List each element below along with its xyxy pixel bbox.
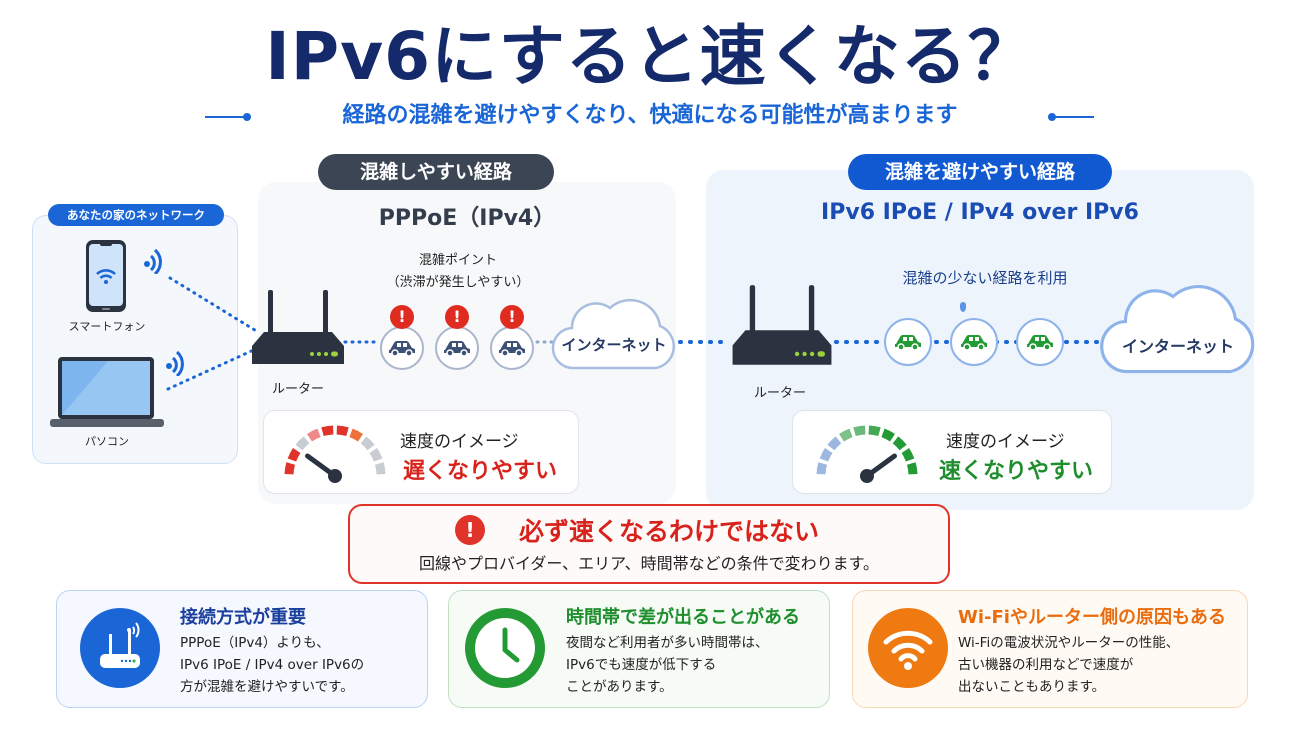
info-card-text: Wi-Fiの電波状況やルーターの性能、 古い機器の利用などで速度が 出ないことも… bbox=[958, 632, 1179, 698]
subtitle-right-line bbox=[1052, 116, 1094, 118]
warning-text: 回線やプロバイダー、エリア、時間帯などの条件で変わります。 bbox=[418, 554, 879, 573]
congested-car bbox=[490, 326, 534, 370]
info-card-line: 夜間など利用者が多い時間帯は、 bbox=[566, 635, 769, 651]
internet-cloud-icon bbox=[550, 282, 678, 382]
clear-car bbox=[1016, 318, 1064, 366]
clear-car bbox=[950, 318, 998, 366]
gauge-segment bbox=[336, 425, 349, 437]
home-network-badge: あなたの家のネットワーク bbox=[48, 204, 224, 226]
gauge-segment bbox=[901, 448, 915, 462]
gauge-hub bbox=[328, 469, 342, 483]
router-icon bbox=[728, 283, 836, 373]
page-subtitle: 経路の混雑を避けやすくなり、快適になる可能性が高まります bbox=[342, 103, 958, 128]
slow-speed-gauge bbox=[284, 425, 386, 483]
congestion-point-sublabel: （渋滞が発生しやすい） bbox=[386, 275, 530, 290]
congested-route-badge: 混雑しやすい経路 bbox=[318, 154, 554, 190]
info-card-text: PPPoE（IPv4）よりも、 IPv6 IPoE / IPv4 over IP… bbox=[180, 632, 364, 698]
smartphone-icon bbox=[84, 238, 128, 318]
gauge-segment bbox=[816, 462, 828, 475]
info-card-text: 夜間など利用者が多い時間帯は、 IPv6でも速度が低下する ことがあります。 bbox=[566, 632, 769, 698]
info-card-title: 接続方式が重要 bbox=[180, 607, 306, 628]
alert-icon: ! bbox=[445, 305, 469, 329]
gauge-segment bbox=[295, 436, 310, 451]
router-wifi-icon bbox=[80, 608, 160, 688]
info-card-title: 時間帯で差が出ることがある bbox=[566, 607, 800, 628]
info-card-line: Wi-Fiの電波状況やルーターの性能、 bbox=[958, 635, 1180, 651]
gauge-segment bbox=[287, 448, 301, 462]
alert-icon: ! bbox=[390, 305, 414, 329]
clear-route-protocol: IPv6 IPoE / IPv4 over IPv6 bbox=[821, 200, 1139, 225]
congestion-point-label: 混雑ポイント bbox=[418, 253, 497, 268]
clear-car bbox=[884, 318, 932, 366]
info-card-line: IPv6 IPoE / IPv4 over IPv6の bbox=[180, 657, 365, 673]
slow-speed-value: 遅くなりやすい bbox=[403, 459, 558, 484]
internet-label: インターネット bbox=[1121, 337, 1234, 356]
clock-icon bbox=[465, 608, 545, 688]
clear-route-label: 混雑の少ない経路を利用 bbox=[902, 269, 1068, 287]
fast-speed-value: 速くなりやすい bbox=[939, 459, 1094, 484]
gauge-segment bbox=[369, 448, 383, 462]
slow-speed-title: 速度のイメージ bbox=[400, 432, 519, 452]
smartphone-label: スマートフォン bbox=[68, 320, 146, 333]
warning-title: 必ず速くなるわけではない bbox=[518, 517, 819, 546]
gauge-segment bbox=[906, 462, 918, 475]
info-card-line: 方が混雑を避けやすいです。 bbox=[180, 679, 354, 695]
congested-route-protocol: PPPoE（IPv4） bbox=[378, 206, 556, 231]
wifi-signal-icon bbox=[143, 246, 165, 278]
gauge-segment bbox=[839, 428, 853, 442]
gauge-segment bbox=[321, 425, 334, 437]
laptop-label: パソコン bbox=[85, 435, 129, 448]
gauge-segment bbox=[360, 436, 375, 451]
alert-icon: ! bbox=[500, 305, 524, 329]
page-title: IPv6にすると速くなる？ bbox=[265, 18, 1035, 95]
gauge-segment bbox=[374, 462, 386, 475]
congested-car bbox=[380, 326, 424, 370]
info-card-line: PPPoE（IPv4）よりも、 bbox=[180, 635, 330, 651]
gauge-segment bbox=[827, 436, 842, 451]
route-marker-icon bbox=[960, 302, 966, 312]
clear-route-badge: 混雑を避けやすい経路 bbox=[848, 154, 1112, 190]
router-label: ルーター bbox=[753, 386, 806, 401]
router-icon bbox=[250, 288, 346, 372]
subtitle-left-dot bbox=[243, 113, 251, 121]
gauge-segment bbox=[284, 462, 296, 475]
exclamation-icon: ! bbox=[455, 515, 485, 545]
subtitle-left-line bbox=[205, 116, 247, 118]
info-card-line: 出ないこともあります。 bbox=[958, 679, 1106, 695]
internet-label: インターネット bbox=[561, 336, 667, 354]
slow-speed-box bbox=[263, 410, 579, 494]
wifi-icon bbox=[868, 608, 948, 688]
gauge-segment bbox=[307, 428, 321, 442]
router-label: ルーター bbox=[271, 382, 324, 397]
gauge-segment bbox=[819, 448, 833, 462]
warning-box bbox=[348, 504, 950, 584]
gauge-hub bbox=[860, 469, 874, 483]
gauge-segment bbox=[881, 428, 895, 442]
info-card-title: Wi-Fiやルーター側の原因もある bbox=[958, 607, 1226, 628]
gauge-segment bbox=[349, 428, 363, 442]
laptop-icon bbox=[48, 355, 166, 433]
internet-cloud-icon bbox=[1098, 262, 1258, 390]
info-card-line: 古い機器の利用などで速度が bbox=[958, 657, 1134, 673]
fast-speed-title: 速度のイメージ bbox=[946, 432, 1065, 452]
info-card-line: ことがあります。 bbox=[566, 679, 673, 695]
gauge-segment bbox=[892, 436, 907, 451]
wifi-signal-icon bbox=[165, 348, 187, 380]
info-card-line: IPv6でも速度が低下する bbox=[566, 657, 717, 673]
fast-speed-gauge bbox=[816, 425, 918, 483]
gauge-segment bbox=[853, 425, 866, 437]
fast-speed-box bbox=[792, 410, 1112, 494]
gauge-segment bbox=[868, 425, 881, 437]
congested-car bbox=[435, 326, 479, 370]
